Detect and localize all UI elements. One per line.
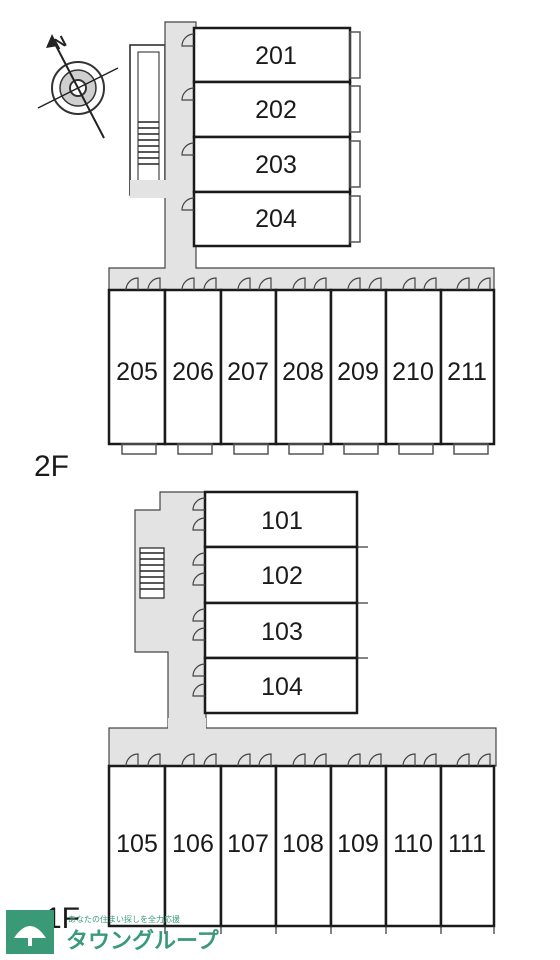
- unit-label-203: 203: [255, 151, 297, 179]
- brand-tagline: あなたの住まい探しを全力応援: [68, 914, 180, 924]
- floor-label-2f: 2F: [34, 450, 69, 483]
- compass-rose-icon: N: [37, 33, 119, 139]
- unit-label-204: 204: [255, 205, 297, 233]
- unit-label-104: 104: [261, 673, 303, 701]
- unit-label-105: 105: [116, 830, 158, 858]
- unit-label-209: 209: [337, 358, 379, 386]
- stairs-2f: [129, 44, 166, 196]
- brand-name: タウングループ: [66, 928, 220, 954]
- unit-label-111: 111: [448, 830, 486, 858]
- unit-label-110: 110: [393, 830, 433, 858]
- brand-logo-text: TOWN GROUP: [11, 948, 47, 954]
- unit-label-201: 201: [255, 42, 297, 70]
- unit-label-202: 202: [255, 96, 297, 124]
- stairs-1f: [139, 547, 165, 599]
- corridor-1f: [108, 727, 497, 767]
- stairs-area-1f: [134, 491, 207, 731]
- unit-label-102: 102: [261, 562, 303, 590]
- unit-label-207: 207: [227, 358, 269, 386]
- unit-label-101: 101: [261, 507, 303, 535]
- brand-watermark: TOWN GROUP あなたの住まい探しを全力応援 タウングループ: [6, 910, 220, 954]
- unit-label-205: 205: [116, 358, 158, 386]
- unit-label-103: 103: [261, 618, 303, 646]
- compass-north-label: N: [51, 33, 69, 53]
- unit-label-107: 107: [227, 830, 269, 858]
- unit-label-206: 206: [172, 358, 214, 386]
- unit-label-109: 109: [337, 830, 379, 858]
- unit-label-210: 210: [392, 358, 434, 386]
- unit-label-108: 108: [282, 830, 324, 858]
- floor-1f: 101 102 103 104 105 106 107 108 109 110 …: [45, 490, 497, 935]
- unit-label-211: 211: [447, 358, 487, 386]
- unit-label-208: 208: [282, 358, 324, 386]
- unit-label-106: 106: [172, 830, 214, 858]
- floor-2f: 201 202 203 204 205 206 207 208 209 210 …: [34, 21, 496, 483]
